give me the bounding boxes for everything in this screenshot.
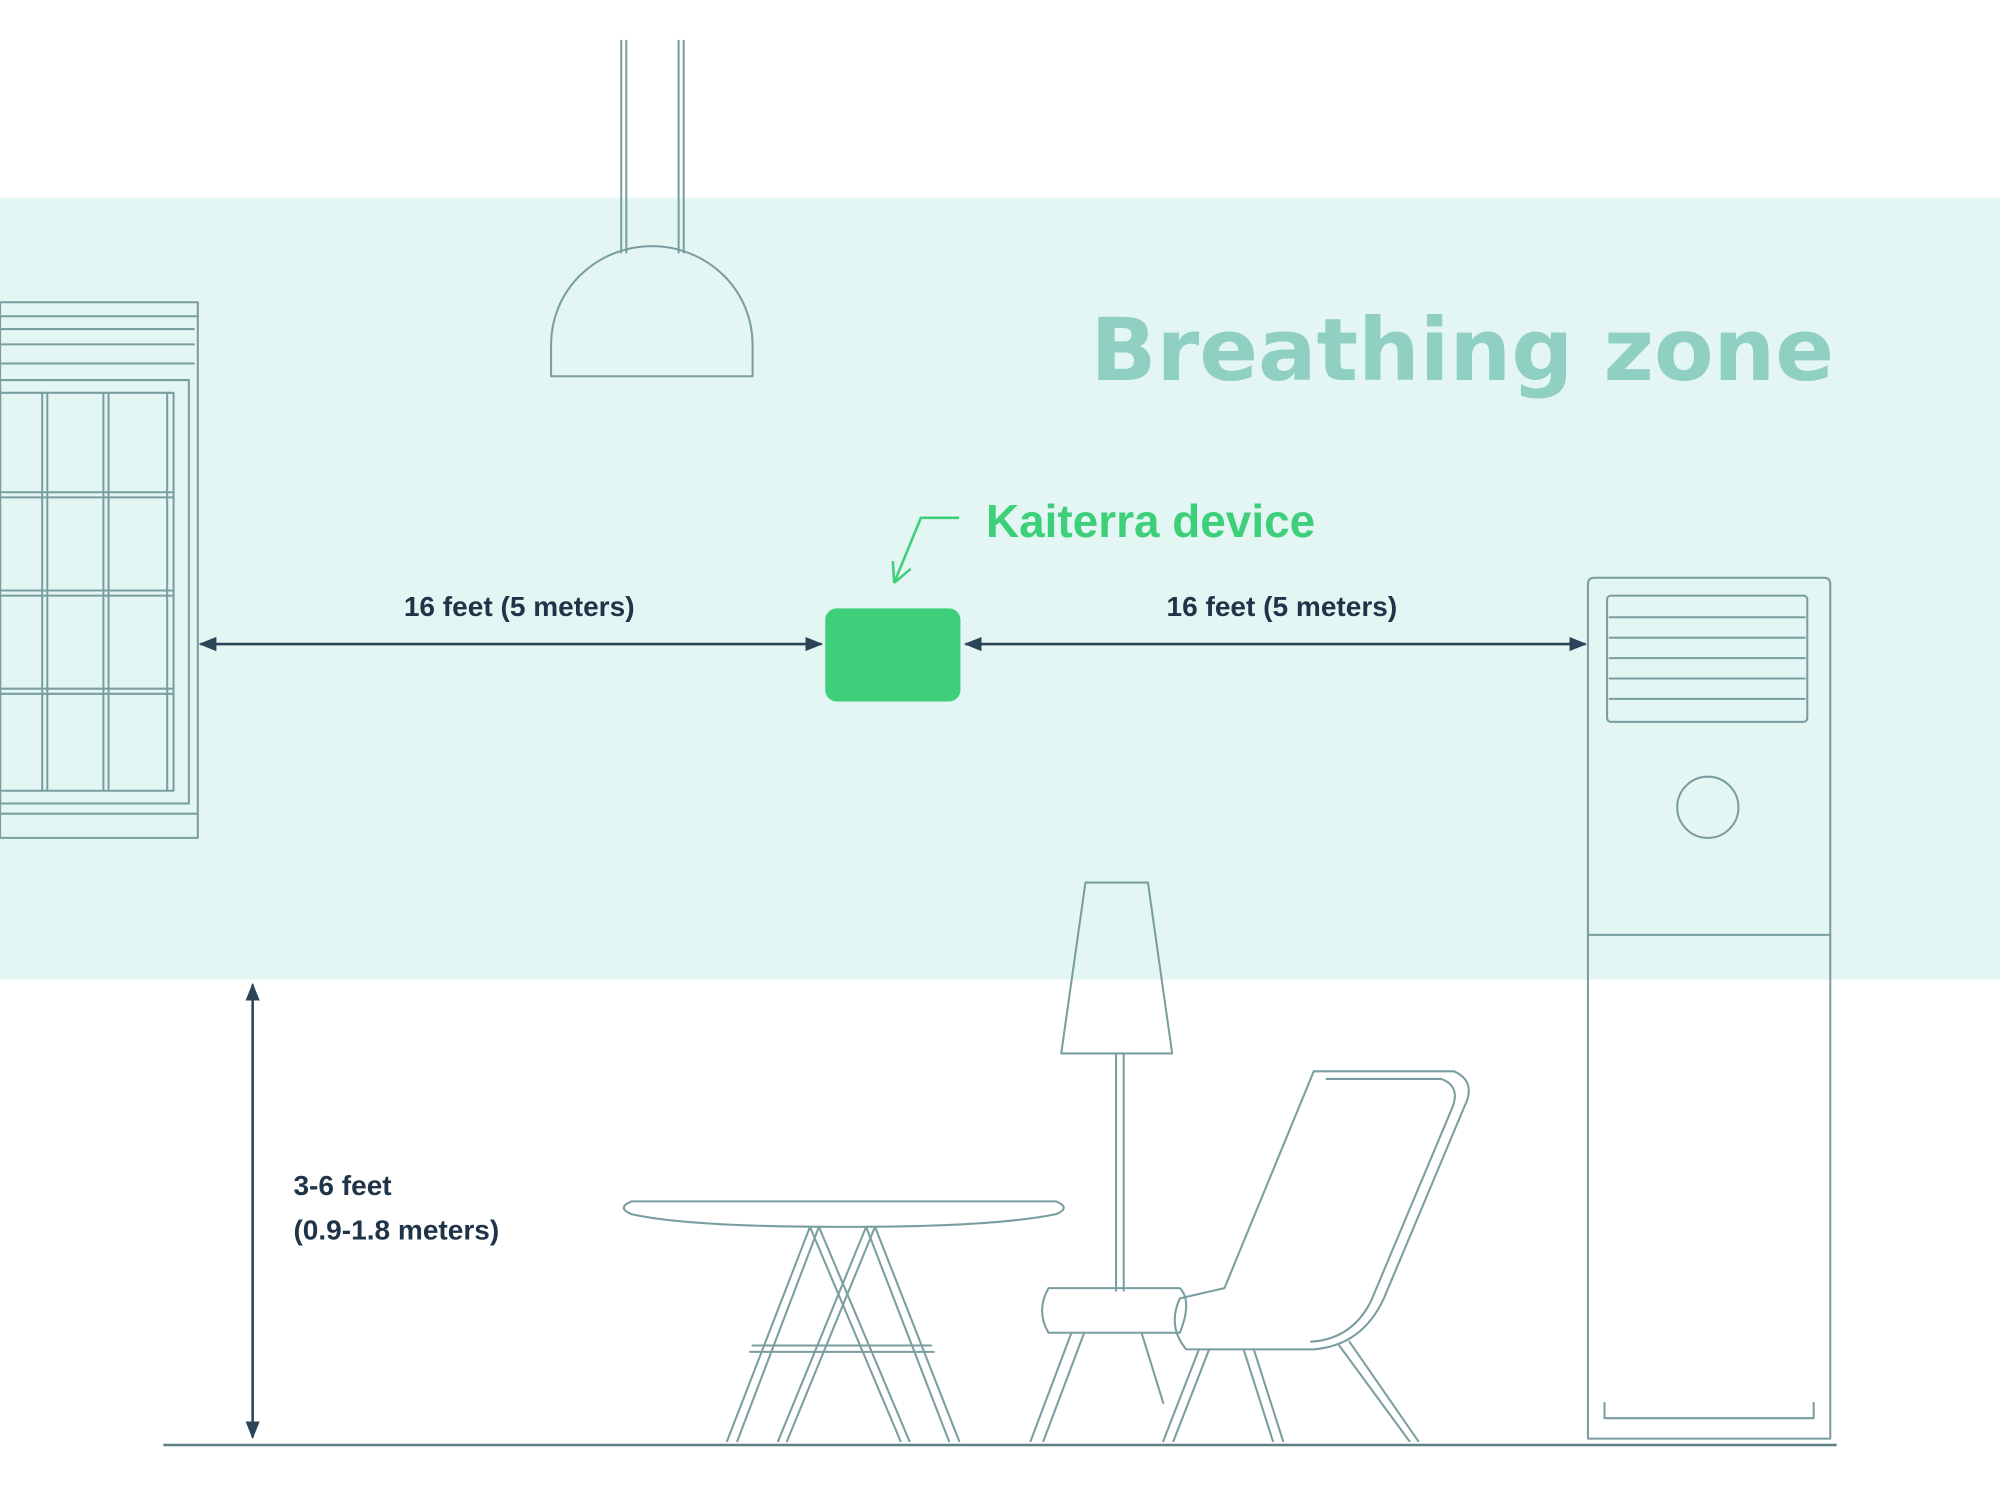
height-label-feet: 3-6 feet <box>293 1170 391 1201</box>
left-distance-label: 16 feet (5 meters) <box>404 591 635 622</box>
height-label-meters: (0.9-1.8 meters) <box>293 1215 499 1246</box>
device-label: Kaiterra device <box>986 495 1315 547</box>
zone-title: Breathing zone <box>1090 301 1834 401</box>
window-icon <box>0 301 199 839</box>
armchair-icon <box>1029 1070 1470 1443</box>
breathing-zone-band <box>0 197 2000 980</box>
pointer-arrow-icon <box>891 516 960 584</box>
right-distance-label: 16 feet (5 meters) <box>1166 591 1397 622</box>
floor-lamp-icon <box>1060 881 1174 1292</box>
kaiterra-device <box>825 608 961 702</box>
pendant-lamp-icon <box>550 39 754 378</box>
air-conditioner-icon <box>1586 576 1832 1440</box>
table-icon <box>622 1200 1065 1443</box>
